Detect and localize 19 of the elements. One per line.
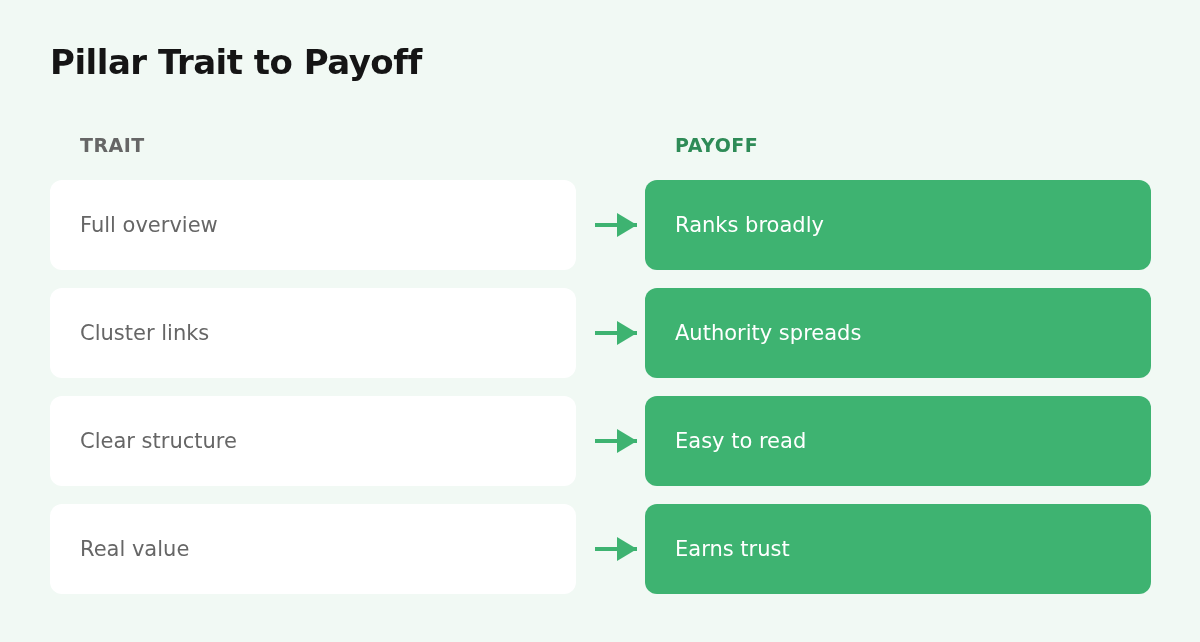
arrow (595, 429, 637, 453)
payoff-text: Earns trust (675, 537, 790, 561)
payoff-text: Authority spreads (675, 321, 862, 345)
payoff-card (645, 396, 1151, 486)
column-header: TRAIT (80, 134, 145, 156)
payoff-text: Ranks broadly (675, 213, 824, 237)
arrow (595, 321, 637, 345)
column-header: PAYOFF (675, 134, 759, 156)
trait-text: Clear structure (80, 429, 237, 453)
payoff-card (645, 180, 1151, 270)
payoff-card (645, 288, 1151, 378)
arrow (595, 537, 637, 561)
trait-text: Cluster links (80, 321, 210, 345)
payoff-text: Easy to read (675, 429, 807, 453)
payoff-card (645, 504, 1151, 594)
trait-text: Real value (80, 537, 190, 561)
arrow (595, 213, 637, 237)
diagram-title: Pillar Trait to Payoff (50, 42, 422, 82)
trait-text: Full overview (80, 213, 218, 237)
